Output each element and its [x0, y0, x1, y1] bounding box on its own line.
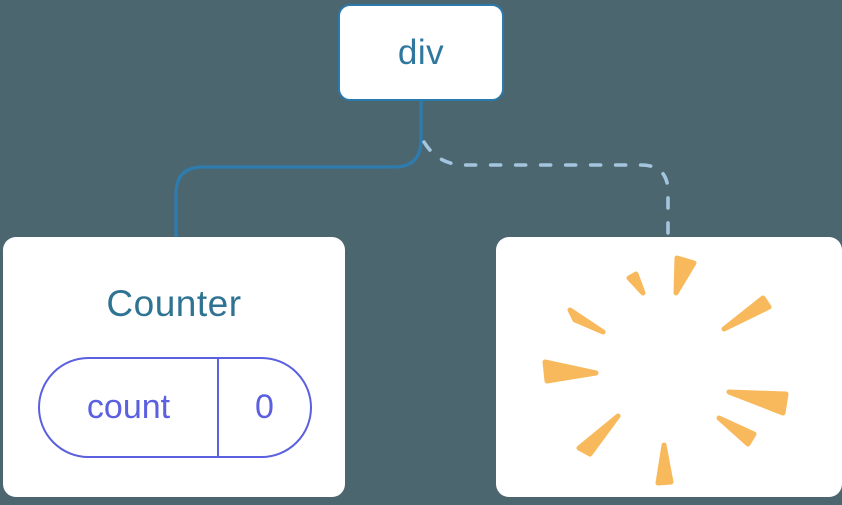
state-pill: count 0	[38, 357, 312, 458]
counter-title: Counter	[106, 283, 242, 324]
state-pill-key: count	[40, 359, 219, 456]
counter-card: Counter count 0	[3, 237, 345, 497]
edge-solid-to-counter	[174, 101, 423, 237]
root-node: div	[338, 4, 504, 101]
removed-component-card	[496, 237, 842, 497]
state-pill-value: 0	[255, 388, 274, 426]
poof-explosion-icon	[542, 255, 789, 486]
root-node-label: div	[397, 32, 445, 72]
edge-dashed-to-removed	[422, 140, 670, 239]
